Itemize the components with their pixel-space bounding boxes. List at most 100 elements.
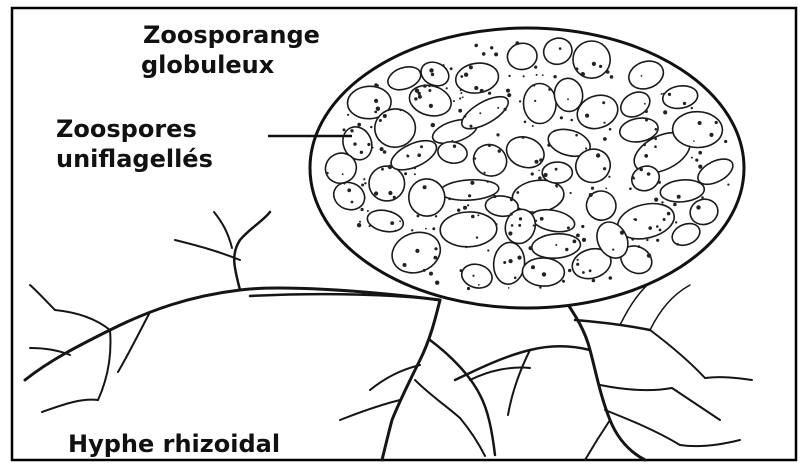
speckle <box>470 181 474 185</box>
speckle <box>691 107 693 109</box>
speckle <box>519 100 521 102</box>
speckle <box>677 195 681 199</box>
speckle <box>510 213 513 216</box>
speckle <box>606 70 610 74</box>
speckle <box>516 191 519 194</box>
speckle <box>575 67 578 70</box>
speckle <box>399 109 401 111</box>
speckle <box>417 153 421 157</box>
speckle <box>487 249 489 251</box>
zoospore <box>523 83 556 124</box>
speckle <box>534 66 537 69</box>
speckle <box>480 89 484 93</box>
speckle <box>431 73 434 76</box>
speckle <box>515 41 519 45</box>
speckle <box>575 134 578 137</box>
speckle <box>631 176 634 179</box>
speckle <box>673 203 677 207</box>
speckle <box>403 263 407 267</box>
speckle <box>656 239 659 242</box>
main-hypha <box>25 288 440 380</box>
speckle <box>431 123 435 127</box>
speckle <box>374 83 378 87</box>
speckle <box>453 145 456 148</box>
speckle <box>474 44 478 48</box>
speckle <box>554 130 556 132</box>
speckle <box>488 144 491 147</box>
speckle <box>498 149 501 152</box>
speckle <box>568 269 571 272</box>
speckle <box>603 137 607 141</box>
speckle <box>659 229 662 232</box>
speckle <box>555 168 558 171</box>
speckle <box>667 212 671 216</box>
speckle <box>496 223 498 225</box>
speckle <box>484 172 486 174</box>
speckle <box>464 73 468 77</box>
speckle <box>432 227 435 230</box>
speckle <box>448 197 451 200</box>
speckle <box>464 115 467 118</box>
speckle <box>369 225 371 227</box>
speckle <box>654 145 657 148</box>
speckle <box>429 272 433 276</box>
speckle <box>468 194 471 197</box>
speckle <box>326 172 328 174</box>
speckle <box>390 211 392 213</box>
speckle <box>457 209 460 212</box>
speckle <box>343 128 346 131</box>
speckle <box>534 100 536 102</box>
speckle <box>479 112 481 114</box>
speckle <box>610 75 614 79</box>
speckle <box>381 168 384 171</box>
speckle <box>497 107 499 109</box>
speckle <box>644 154 648 158</box>
speckle <box>374 111 377 114</box>
speckle <box>435 281 439 285</box>
speckle <box>508 75 510 77</box>
speckle <box>648 226 652 230</box>
speckle <box>547 143 550 146</box>
speckle <box>562 280 565 283</box>
speckle <box>344 183 346 185</box>
speckle <box>508 287 510 289</box>
speckle <box>471 215 475 219</box>
speckle <box>727 184 729 186</box>
speckle <box>429 68 433 72</box>
speckle <box>504 108 507 111</box>
speckle <box>668 93 671 96</box>
speckle <box>544 173 548 177</box>
speckle <box>509 259 513 263</box>
speckle <box>351 201 354 204</box>
speckle <box>404 172 407 175</box>
speckle <box>518 224 521 227</box>
speckle <box>585 147 587 149</box>
speckle <box>519 217 522 220</box>
speckle <box>477 214 479 216</box>
speckle <box>476 236 478 238</box>
speckle <box>434 247 437 250</box>
speckle <box>724 140 727 143</box>
speckle <box>415 89 419 93</box>
speckle <box>467 204 469 206</box>
speckle <box>602 101 605 104</box>
speckle <box>493 195 496 198</box>
label-hyphe-rhizoidal: Hyphe rhizoidal <box>68 431 280 457</box>
speckle <box>589 269 592 272</box>
speckle <box>360 151 363 154</box>
speckle <box>695 159 698 162</box>
speckle <box>540 217 544 221</box>
speckle <box>413 166 416 169</box>
speckle <box>458 109 462 113</box>
speckle <box>629 187 632 190</box>
speckle <box>359 221 361 223</box>
speckle <box>514 277 517 280</box>
speckle <box>633 218 635 220</box>
speckle <box>560 116 563 119</box>
speckle <box>576 263 579 266</box>
speckle <box>459 97 461 99</box>
speckle <box>603 122 605 124</box>
speckle <box>462 96 464 98</box>
label-zoosporange-line2: globuleux <box>141 52 274 78</box>
